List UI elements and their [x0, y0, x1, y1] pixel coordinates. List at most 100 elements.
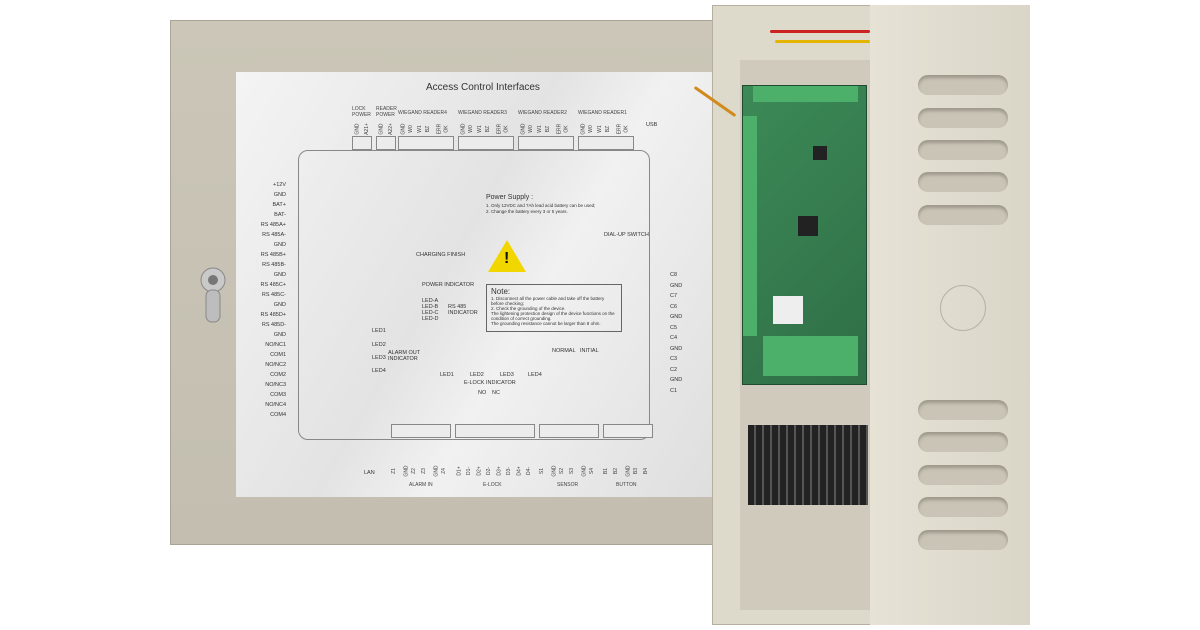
pin-label: OK	[443, 125, 450, 133]
pin-label: GND	[378, 123, 385, 135]
pin-label: S4	[589, 467, 596, 475]
control-board	[742, 85, 867, 385]
terminal-connector	[455, 424, 535, 438]
pin-label: W0	[587, 125, 594, 133]
pin-label: A22+	[387, 123, 394, 135]
pin-label: GND	[520, 123, 527, 135]
pin-label: RS 485C+	[260, 282, 286, 288]
pin-label: RS 485D-	[261, 322, 286, 328]
led-label: LED3	[372, 355, 386, 361]
terminal-connector	[518, 136, 574, 150]
pin-label: C4	[670, 335, 678, 341]
led-label: LED1	[440, 372, 454, 378]
pin-label: NO/NC3	[265, 382, 286, 388]
pin-label: D1+	[456, 466, 463, 476]
initial-label: INITIAL	[580, 348, 599, 354]
elock-indicator-label: E-LOCK INDICATOR	[464, 380, 516, 386]
connector-group-label: BUTTON	[616, 482, 637, 488]
diagram-title: Access Control Interfaces	[426, 82, 540, 93]
note-line: The grounding resistance cannot be large…	[491, 321, 601, 326]
vent-slot	[918, 432, 1008, 452]
terminal-block	[748, 425, 868, 505]
connector-group-label: WIEGAND READER4	[398, 110, 447, 116]
terminal-connector	[391, 424, 451, 438]
note-title: Note:	[491, 287, 511, 296]
pin-label: A21+	[363, 123, 370, 135]
vent-slot	[918, 140, 1008, 160]
pin-label: W0	[527, 125, 534, 133]
pin-label: C2	[670, 366, 678, 373]
vent-slot	[918, 530, 1008, 550]
led-label: LED-D	[422, 316, 439, 322]
pin-label: D1-	[466, 466, 473, 476]
pin-label: BZ	[605, 125, 612, 133]
led-label: LED2	[372, 342, 386, 348]
board-outline	[298, 150, 650, 440]
pin-label: GND	[670, 345, 683, 352]
pin-label: GND	[625, 465, 632, 477]
pin-label: GND	[400, 123, 407, 135]
pin-label: OK	[503, 125, 510, 133]
pin-label: BAT+	[272, 202, 286, 208]
pin-label: GND	[670, 314, 683, 320]
vent-slot	[918, 497, 1008, 517]
nc-label: NC	[492, 390, 500, 396]
pin-label: COM4	[270, 412, 286, 418]
terminal-connector	[458, 136, 514, 150]
pin-label: D3-	[506, 466, 513, 476]
note-line: 1. Disconnect all the power cable and ta…	[491, 296, 605, 306]
vent-slot	[918, 172, 1008, 192]
pin-label: Z4	[440, 468, 447, 474]
lan-label: LAN	[364, 470, 375, 476]
pin-label: GND	[273, 272, 286, 278]
note-line: 2. Check the grounding of the device.	[491, 306, 566, 311]
terminal-connector	[578, 136, 634, 150]
pin-label: GND	[403, 465, 410, 477]
vent-slot	[918, 465, 1008, 485]
led-label: LED4	[372, 368, 386, 374]
pin-label: ERR	[436, 123, 443, 135]
connector-group-label: SENSOR	[557, 482, 579, 488]
terminal-connector	[603, 424, 653, 438]
pin-label: D4-	[526, 466, 533, 476]
terminal-connector	[398, 136, 454, 150]
pin-label: W1	[596, 125, 603, 133]
connector-group-label: LOCK POWER	[352, 106, 371, 118]
pin-label: BAT-	[274, 212, 286, 218]
pin-label: D2-	[486, 466, 493, 476]
pin-label: Z1	[390, 468, 397, 474]
note-line: The lightening protection design of the …	[491, 311, 615, 321]
pin-label: W1	[416, 125, 423, 133]
pin-label: C7	[670, 293, 678, 299]
terminal-connector	[376, 136, 396, 150]
pin-label: B4	[643, 467, 650, 475]
led-label: LED-A	[422, 298, 439, 304]
connector-group-label: WIEGAND READER3	[458, 110, 507, 116]
pin-label: RS 485D+	[260, 312, 286, 318]
pin-label: B1	[603, 467, 610, 475]
pin-label: GND	[460, 123, 467, 135]
rs485-indicator-label: RS 485 INDICATOR	[448, 304, 478, 316]
pin-label: C6	[670, 303, 678, 310]
connector-group-label: READER POWER	[376, 106, 397, 118]
pin-label: S1	[539, 467, 546, 475]
pin-label: ERR	[616, 123, 623, 135]
power-supply-line: 2. Change the battery every 3 or 5 years…	[486, 209, 568, 214]
pin-label: GND	[551, 465, 558, 477]
pin-label: OK	[623, 125, 630, 133]
charging-label: CHARGING FINISH	[416, 252, 466, 258]
pin-label: GND	[273, 332, 286, 338]
pin-label: GND	[273, 242, 286, 248]
connector-group-label: WIEGAND READER2	[518, 110, 567, 116]
pin-label: +12V	[273, 182, 286, 188]
pin-label: GND	[670, 377, 683, 383]
pin-label: GND	[273, 192, 286, 198]
power-supply-title: Power Supply :	[486, 194, 534, 201]
warning-icon: !	[488, 240, 526, 272]
pin-label: COM1	[270, 352, 286, 358]
pin-label: W1	[536, 125, 543, 133]
vent-slot	[918, 108, 1008, 128]
pin-label: C1	[670, 387, 678, 394]
door-lock[interactable]	[196, 266, 230, 326]
